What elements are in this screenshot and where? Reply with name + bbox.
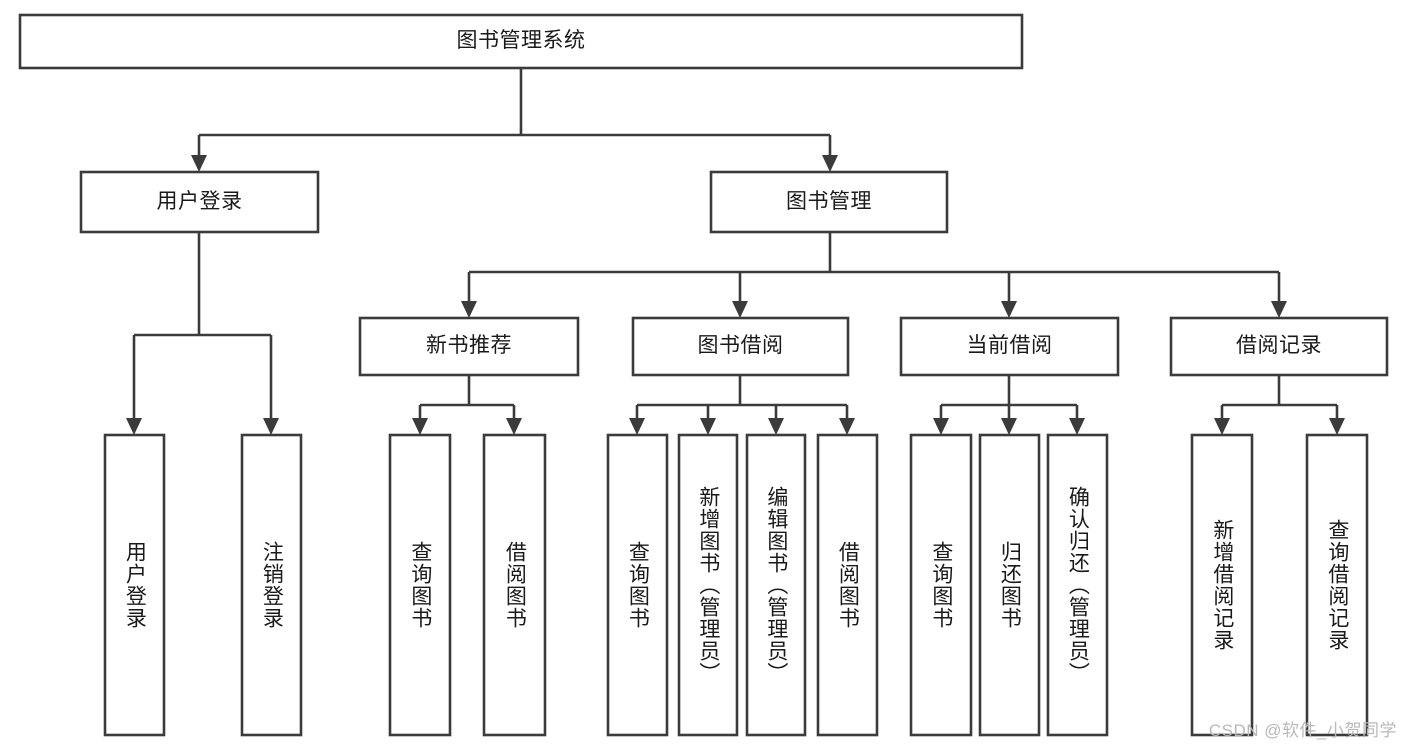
node-box-leaf-return-book[interactable] [978,433,1041,737]
node-box-leaf-borrow-book-nb[interactable] [482,433,547,737]
arrowhead-br-leaf-2 [1329,418,1345,435]
node-box-leaf-add-borrow-record[interactable] [1190,433,1254,737]
node-box-leaf-logout[interactable] [240,433,303,737]
arrowhead-new-book [461,301,477,318]
arrowhead-bb-leaf-1 [629,418,645,435]
node-box-leaf-add-book-admin[interactable] [677,433,739,737]
arrowhead-bb-leaf-4 [839,418,855,435]
arrowhead-current-borrow [1001,301,1017,318]
arrowhead-br-leaf-1 [1214,418,1230,435]
arrowhead-book-manage [822,155,838,172]
node-box-new-book-recommend[interactable] [358,316,580,377]
node-box-leaf-borrow-book-bb[interactable] [816,433,879,737]
arrowhead-borrow-record [1271,301,1287,318]
node-box-user-login[interactable] [79,170,320,234]
node-box-layer [18,13,1389,737]
arrowhead-book-borrow [732,301,748,318]
node-box-leaf-query-borrow-record[interactable] [1305,433,1369,737]
node-box-leaf-query-book-cb[interactable] [909,433,973,737]
node-box-book-manage[interactable] [709,170,949,234]
arrowhead-cb-leaf-3 [1069,418,1085,435]
node-box-leaf-query-book-nb[interactable] [388,433,452,737]
connector-layer [126,68,1345,435]
arrowhead-leaf-logout [263,418,279,435]
arrowhead-nb-leaf-2 [506,418,522,435]
node-box-root[interactable] [18,13,1024,70]
arrowhead-leaf-user-login [126,418,142,435]
arrowhead-cb-leaf-2 [1001,418,1017,435]
node-box-leaf-edit-book-admin[interactable] [745,433,807,737]
arrowhead-user-login [191,155,207,172]
node-box-leaf-query-book-bb[interactable] [606,433,669,737]
arrowhead-bb-leaf-2 [700,418,716,435]
arrowhead-nb-leaf-1 [412,418,428,435]
node-box-current-borrow[interactable] [899,316,1120,377]
node-box-borrow-record[interactable] [1169,316,1389,377]
node-box-leaf-confirm-return-admin[interactable] [1046,433,1109,737]
node-box-leaf-user-login[interactable] [103,433,166,737]
arrowhead-bb-leaf-3 [768,418,784,435]
node-box-book-borrow[interactable] [631,316,850,377]
arrowhead-cb-leaf-1 [933,418,949,435]
